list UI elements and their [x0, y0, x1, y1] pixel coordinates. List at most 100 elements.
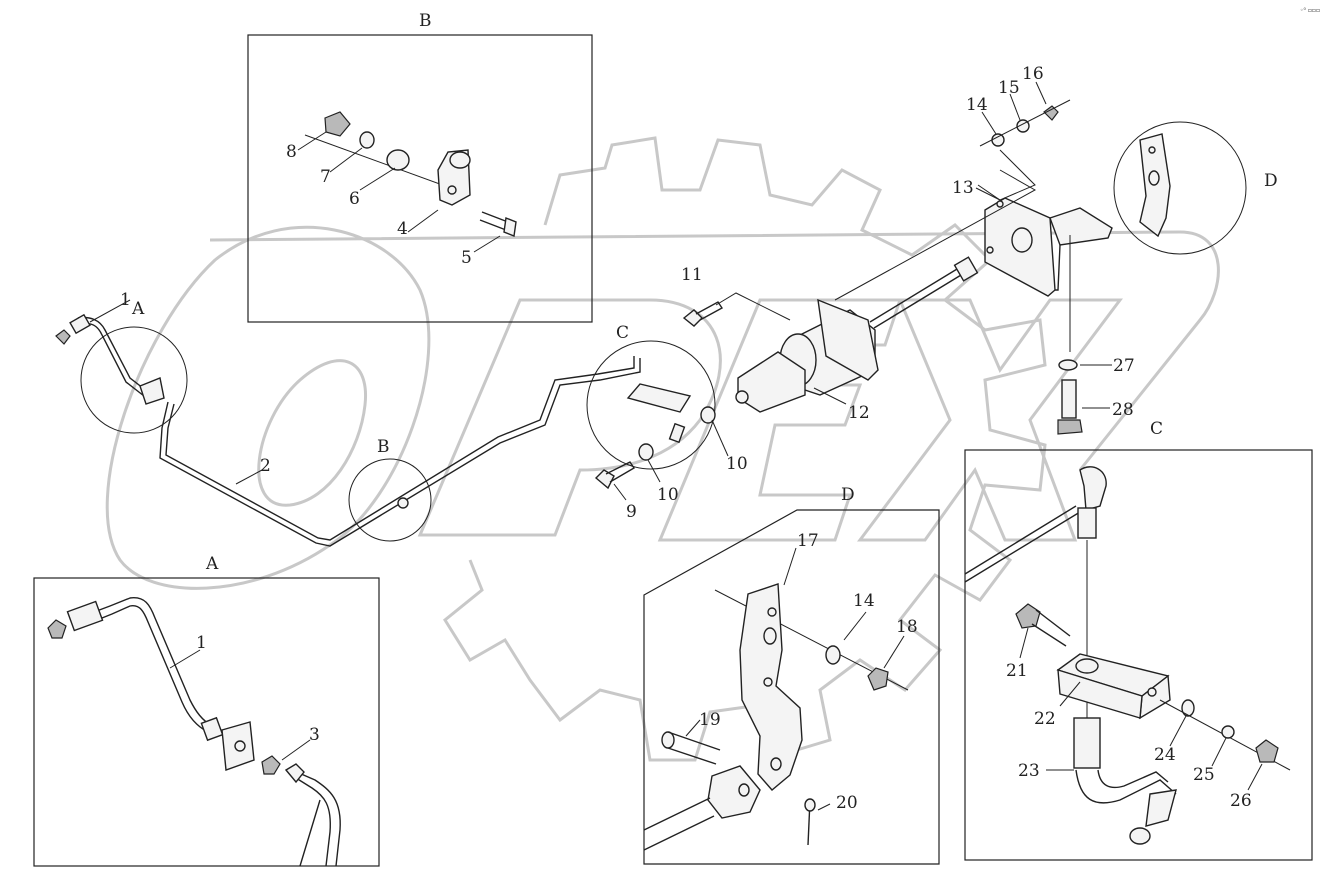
clamp-4 [437, 149, 471, 206]
detail-a-parts [47, 597, 341, 867]
pin-19 [661, 731, 721, 765]
part-number-25: 25 [1193, 765, 1215, 785]
callout-circle-a [80, 326, 188, 434]
washer-14-main [991, 133, 1005, 147]
nut-1-detail [47, 619, 67, 639]
part-number-11: 11 [681, 265, 703, 285]
part-number-10-b: 10 [657, 485, 679, 505]
detail-a-frame [33, 577, 380, 867]
part-number-1-detail: 1 [196, 633, 207, 653]
part-number-8: 8 [286, 142, 297, 162]
leader-13 [977, 149, 1036, 201]
detail-c-title: C [1150, 419, 1163, 439]
detail-b-title: B [419, 11, 432, 31]
bracket-3-main [139, 377, 165, 405]
mounting-bracket-13 [984, 197, 1113, 297]
part-number-24: 24 [1154, 745, 1176, 765]
fitting-1-detail [66, 600, 104, 632]
callout-letter-b: B [377, 437, 390, 457]
callout-letter-d: D [1264, 171, 1278, 191]
detail-b-parts [304, 111, 517, 237]
part-number-2: 2 [260, 456, 271, 476]
cotter-pin-20 [804, 798, 816, 846]
nut-3-detail [261, 755, 281, 775]
nut-18 [867, 667, 889, 691]
part-number-17: 17 [797, 531, 819, 551]
washer-14-detail [825, 645, 841, 665]
part-number-10-a: 10 [726, 454, 748, 474]
washer-27 [1058, 359, 1078, 371]
bolt-21 [1015, 603, 1071, 647]
detail-d-parts [643, 583, 909, 851]
washer-10-b [638, 443, 654, 461]
hose-23 [1073, 717, 1177, 845]
watermark-logo [105, 136, 1220, 762]
bolt-28 [1057, 379, 1083, 435]
washer-10-a [700, 406, 716, 424]
stack-line-top [979, 99, 1071, 147]
part-number-12: 12 [848, 403, 870, 423]
watermark-gear [443, 136, 1047, 762]
part-number-1-main: 1 [120, 290, 131, 310]
watermark-letter-o-inner [257, 359, 368, 507]
clip-b-main [397, 497, 409, 509]
pedal-arm-d-main [1139, 133, 1171, 238]
fitting-1-main [55, 313, 91, 345]
detail-d-frame [643, 509, 940, 865]
washer-24 [1181, 699, 1195, 717]
pushrod-detail [643, 797, 711, 831]
callout-letter-c: C [616, 323, 629, 343]
part-number-14-detail: 14 [853, 591, 875, 611]
fitting-c-top [1077, 466, 1107, 539]
bolt-5 [479, 211, 517, 237]
callout-circle-d [1113, 121, 1247, 255]
nut-8 [324, 111, 351, 137]
part-number-28: 28 [1112, 400, 1134, 420]
part-number-20: 20 [836, 793, 858, 813]
washer-6 [386, 149, 410, 171]
bracket-c-main [626, 383, 692, 444]
watermark-letter-x [857, 298, 1123, 542]
booster-cylinder-12 [735, 298, 879, 413]
part-number-4: 4 [397, 219, 408, 239]
bolt-9 [594, 461, 635, 490]
nut-16-main [1043, 105, 1059, 121]
bolt-11 [682, 292, 791, 327]
part-number-21: 21 [1006, 661, 1028, 681]
part-number-7: 7 [320, 167, 331, 187]
clevis [707, 765, 761, 819]
part-number-6: 6 [349, 189, 360, 209]
frame-rail [834, 169, 1037, 301]
part-number-16: 16 [1022, 64, 1044, 84]
washer-7 [359, 131, 375, 149]
detail-c-frame [964, 449, 1313, 861]
nut-26 [1255, 739, 1279, 763]
part-number-19: 19 [699, 710, 721, 730]
part-number-23: 23 [1018, 761, 1040, 781]
detail-a-title: A [205, 554, 219, 574]
part-number-22: 22 [1034, 709, 1056, 729]
part-number-18: 18 [896, 617, 918, 637]
pedal-arm-17 [739, 583, 803, 791]
part-number-14-top: 14 [966, 95, 988, 115]
bracket-22 [1056, 653, 1171, 720]
leader-lines [89, 81, 1263, 811]
callout-letter-a: A [131, 299, 145, 319]
detail-b-frame [247, 34, 593, 323]
detail-c-parts [964, 466, 1291, 845]
detail-d-title: D [841, 485, 855, 505]
callout-circle-c [586, 340, 716, 470]
washer-25 [1221, 725, 1235, 739]
pushrod [869, 256, 979, 329]
watermark-swoosh [209, 230, 1220, 471]
part-number-5: 5 [461, 248, 472, 268]
part-number-27: 27 [1113, 356, 1135, 376]
part-number-3: 3 [309, 725, 320, 745]
part-number-13: 13 [952, 178, 974, 198]
watermark-letter-o [105, 225, 431, 590]
corner-mark: ◦⁰ ▫▫▫ [1300, 7, 1320, 14]
callout-circle-b [348, 458, 432, 542]
part-number-26: 26 [1230, 791, 1252, 811]
part-number-9: 9 [626, 502, 637, 522]
